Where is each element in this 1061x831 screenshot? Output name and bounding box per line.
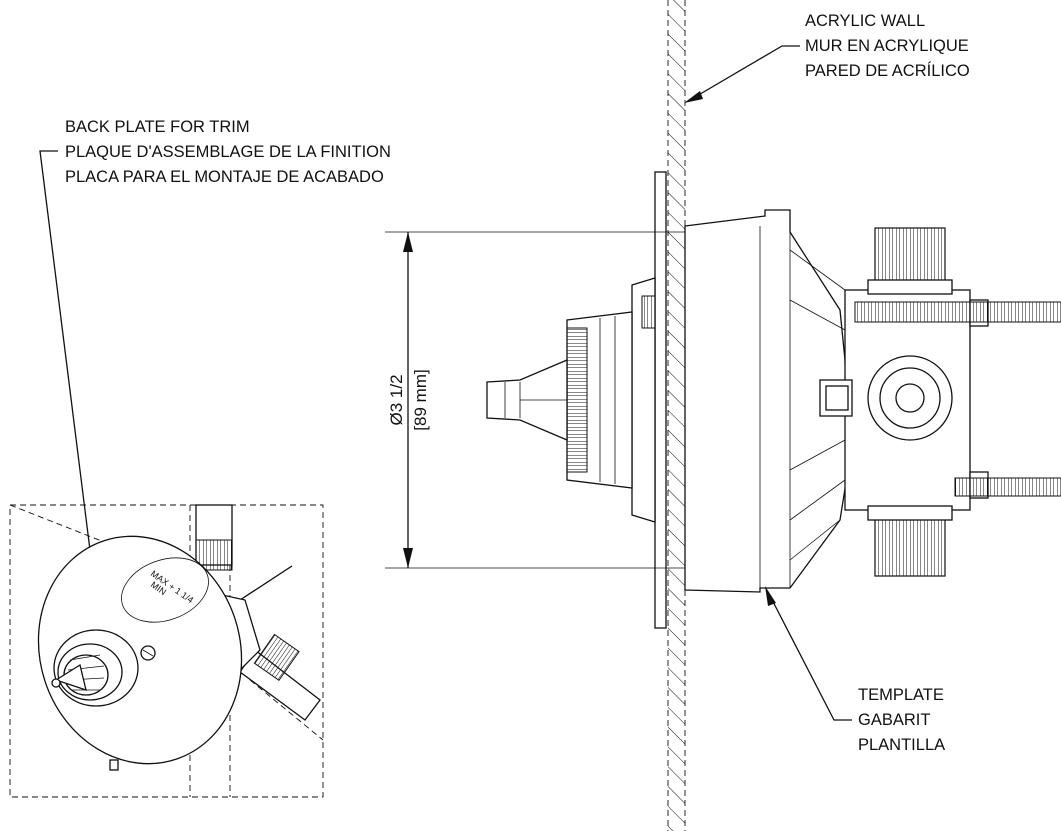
diameter-dimension: Ø3 1/2 [89 mm] <box>385 231 685 569</box>
back-plate-label-en: BACK PLATE FOR TRIM <box>65 118 250 136</box>
back-plate-label-fr: PLAQUE D'ASSEMBLAGE DE LA FINITION <box>65 143 391 161</box>
acrylic-wall-callout: ACRYLIC WALL MUR EN ACRYLIQUE PARED DE A… <box>684 12 970 103</box>
acrylic-wall-label-en: ACRYLIC WALL <box>805 12 925 30</box>
acrylic-wall-label-es: PARED DE ACRÍLICO <box>805 61 970 80</box>
template-label-en: TEMPLATE <box>858 686 944 704</box>
acrylic-wall <box>667 0 686 831</box>
template-label-fr: GABARIT <box>858 711 930 729</box>
valve-side-view <box>486 171 1061 629</box>
dimension-imperial: Ø3 1/2 <box>387 374 406 425</box>
template-callout: TEMPLATE GABARIT PLANTILLA <box>765 586 945 754</box>
back-plate-label-es: PLACA PARA EL MONTAJE DE ACABADO <box>65 168 384 186</box>
dimension-metric: [89 mm] <box>411 369 430 430</box>
template-label-es: PLANTILLA <box>858 736 945 754</box>
acrylic-wall-label-fr: MUR EN ACRYLIQUE <box>805 37 969 55</box>
detail-inset: MAX + 1 1/4 MIN <box>9 504 324 798</box>
back-plate-callout: BACK PLATE FOR TRIM PLAQUE D'ASSEMBLAGE … <box>39 118 391 605</box>
